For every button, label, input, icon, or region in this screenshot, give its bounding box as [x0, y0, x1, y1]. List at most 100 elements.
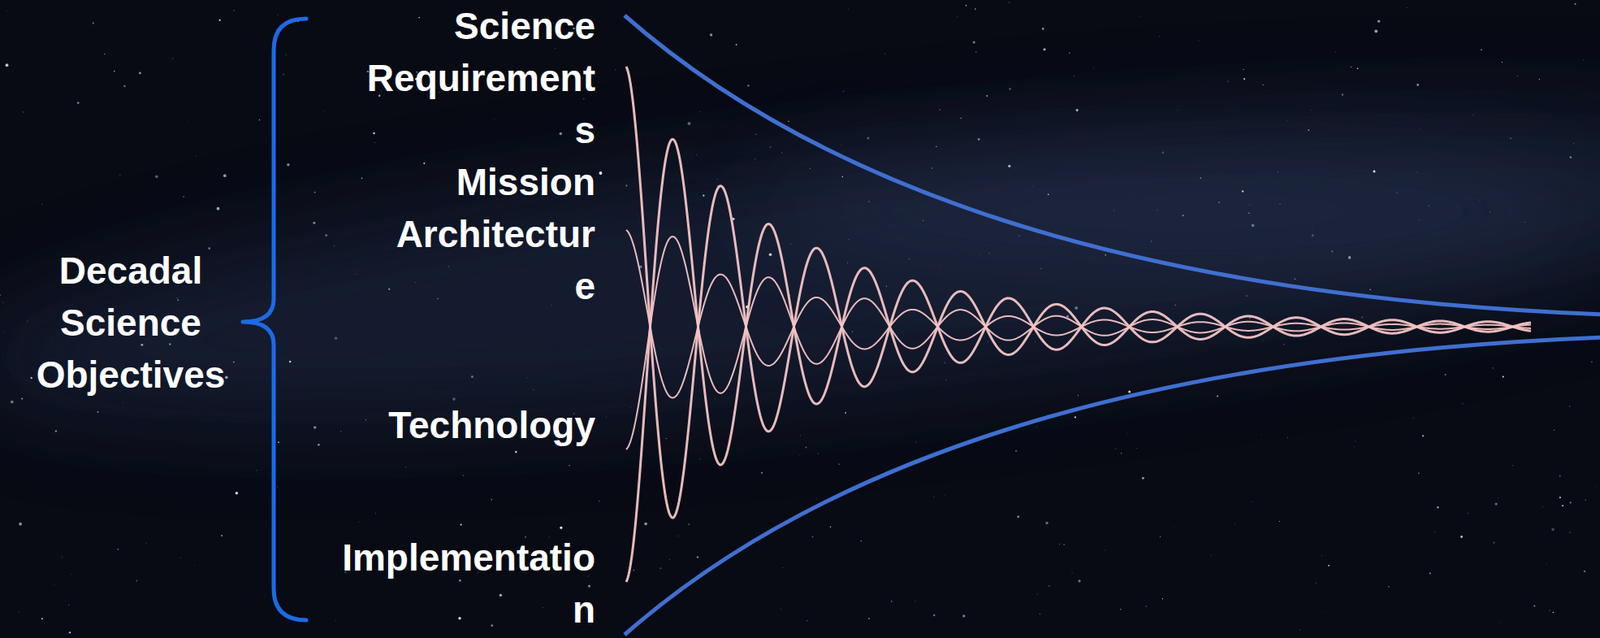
star: [1039, 613, 1041, 615]
star: [374, 141, 377, 143]
star: [908, 258, 910, 260]
star: [1311, 233, 1315, 237]
star: [1569, 501, 1572, 503]
star: [1466, 512, 1469, 515]
star: [1036, 592, 1038, 595]
star: [1369, 289, 1371, 291]
star: [844, 411, 847, 414]
star: [999, 25, 1002, 28]
star: [312, 221, 316, 225]
star: [690, 154, 692, 156]
star: [1460, 535, 1463, 538]
star: [1501, 61, 1503, 63]
star: [847, 238, 849, 240]
star: [355, 272, 358, 275]
star: [1591, 360, 1593, 363]
star: [1279, 520, 1280, 522]
star: [103, 53, 105, 55]
star: [1542, 505, 1544, 507]
star: [113, 70, 116, 73]
star: [141, 343, 144, 346]
star: [0, 294, 1, 296]
star: [1048, 584, 1051, 587]
star: [235, 491, 239, 495]
star: [735, 43, 738, 46]
star: [1315, 582, 1317, 584]
star: [1015, 449, 1017, 452]
star: [282, 73, 284, 75]
star: [665, 437, 667, 439]
star: [1307, 129, 1310, 131]
star: [1277, 170, 1280, 173]
star: [886, 285, 887, 287]
star: [806, 619, 808, 621]
star: [1199, 177, 1202, 179]
star: [551, 304, 553, 306]
star: [1249, 317, 1251, 320]
star: [21, 397, 23, 399]
star: [187, 119, 190, 122]
star: [985, 95, 988, 97]
star: [714, 397, 717, 400]
star: [914, 600, 917, 602]
star: [769, 146, 771, 148]
star: [1036, 426, 1038, 429]
star: [1008, 1, 1010, 3]
star: [155, 174, 159, 178]
star: [989, 252, 991, 254]
star: [1412, 416, 1415, 419]
star: [1251, 500, 1254, 502]
star: [1113, 209, 1116, 212]
star: [866, 136, 870, 139]
star: [1461, 402, 1463, 404]
star: [182, 195, 185, 198]
star: [974, 8, 977, 10]
star: [1018, 234, 1021, 237]
star: [782, 566, 784, 568]
star: [1405, 7, 1408, 9]
star: [943, 493, 946, 496]
star: [1162, 597, 1164, 599]
star: [313, 425, 316, 429]
star: [97, 410, 100, 413]
star: [1120, 608, 1122, 610]
stage-label: Implementatio n: [341, 531, 596, 636]
star: [490, 623, 493, 627]
objectives-label: Decadal Science Objectives: [36, 244, 226, 401]
star: [1585, 499, 1587, 501]
star: [847, 262, 848, 264]
star: [779, 607, 782, 610]
star: [1569, 405, 1570, 407]
star: [1311, 225, 1314, 228]
star: [1182, 214, 1185, 217]
star: [956, 15, 959, 18]
star: [1071, 571, 1073, 574]
star: [709, 33, 713, 36]
star: [177, 297, 178, 299]
star: [890, 600, 892, 602]
star: [1429, 571, 1432, 574]
star: [1436, 505, 1439, 508]
star: [644, 367, 646, 368]
star: [860, 540, 863, 542]
star: [491, 498, 493, 500]
star: [1042, 47, 1046, 51]
star: [1553, 429, 1555, 431]
star: [452, 397, 456, 401]
star: [1063, 543, 1065, 545]
star: [1353, 440, 1356, 442]
star: [847, 8, 850, 10]
star: [1243, 77, 1246, 80]
damped-wave: [626, 229, 1531, 398]
star: [1007, 164, 1011, 168]
star: [922, 220, 924, 221]
star: [1350, 66, 1352, 68]
star: [945, 353, 947, 355]
star: [154, 82, 156, 85]
star: [1216, 395, 1219, 398]
star: [1517, 75, 1518, 77]
star: [117, 548, 119, 550]
star: [1559, 496, 1562, 498]
star: [1249, 203, 1251, 206]
star: [289, 360, 291, 363]
